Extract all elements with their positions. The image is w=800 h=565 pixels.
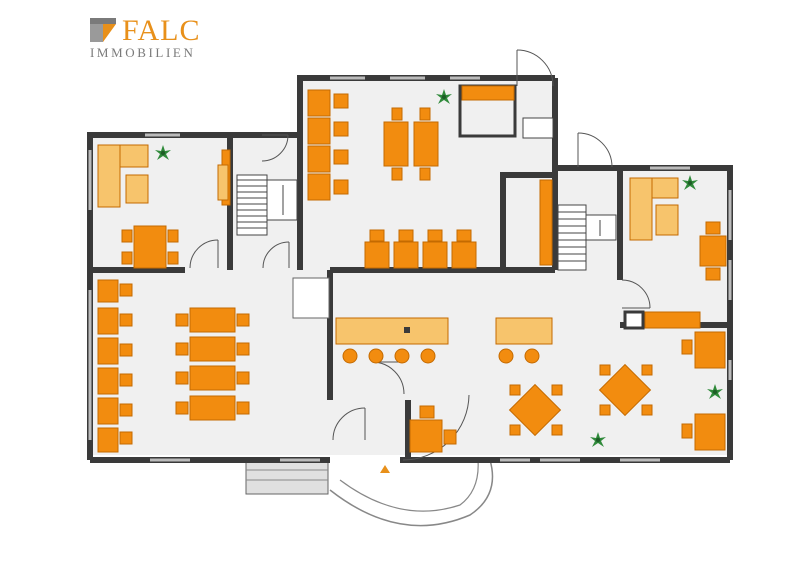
shaft: [292, 277, 330, 319]
logo-mark-icon: [90, 18, 116, 42]
stairs-icon: [236, 117, 617, 271]
side-counter: [539, 179, 553, 266]
falc-logo: FALC IMMOBILIEN: [88, 14, 228, 64]
furniture: [97, 89, 727, 453]
logo-brand: FALC: [122, 14, 201, 47]
entrance-arrow-icon: [380, 465, 390, 473]
windows: [88, 76, 732, 462]
kitchen-counter: [461, 85, 515, 101]
entrance: [245, 459, 494, 527]
logo-subtitle: IMMOBILIEN: [90, 45, 196, 60]
chimney: [623, 310, 645, 330]
